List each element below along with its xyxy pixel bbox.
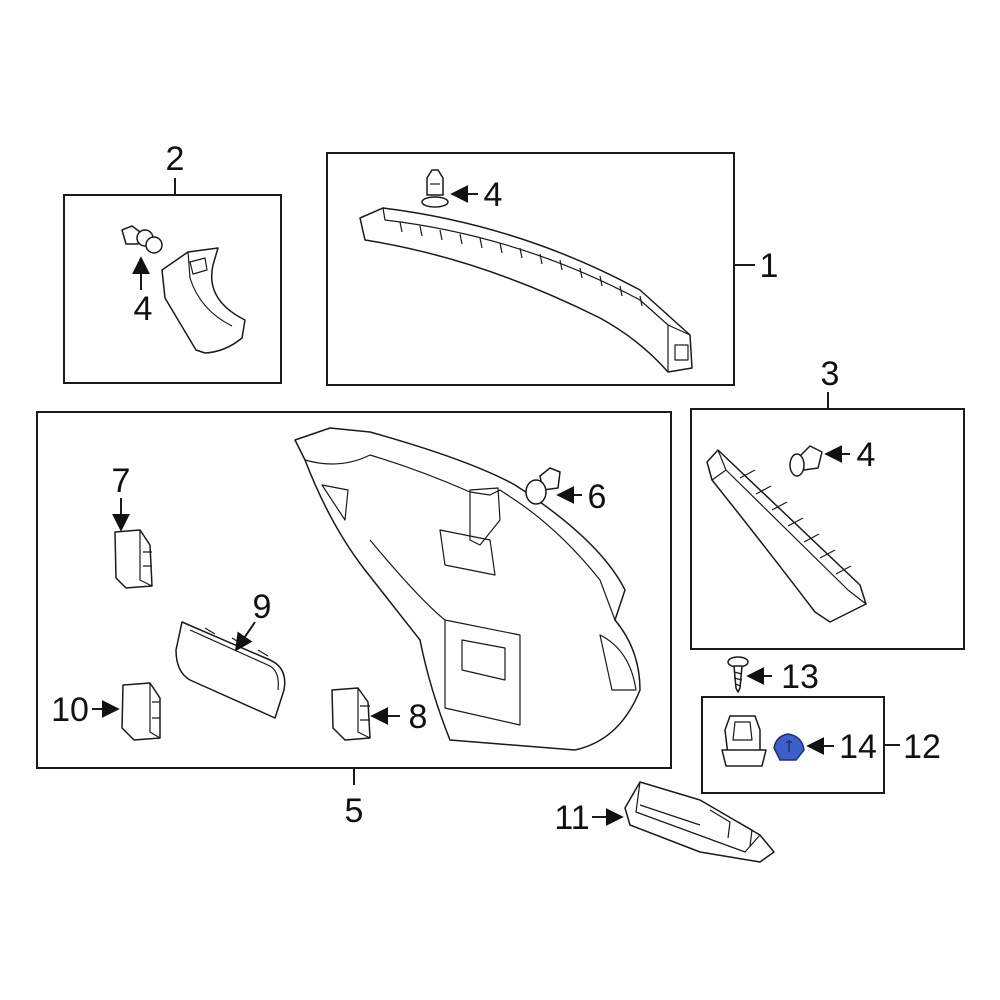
callout-8: 8 xyxy=(409,698,428,736)
callout-2: 2 xyxy=(166,140,185,178)
part-9-handle xyxy=(175,621,286,719)
callout-4-box2: 4 xyxy=(134,290,153,328)
callout-12: 12 xyxy=(903,728,941,766)
callout-5: 5 xyxy=(345,792,364,830)
part-10-cover xyxy=(121,682,161,741)
callout-4-box3: 4 xyxy=(857,436,876,474)
part-12-switch xyxy=(721,715,767,767)
group-box-1 xyxy=(326,152,735,386)
arrow-9 xyxy=(234,621,256,652)
part-6-clip xyxy=(525,467,561,505)
callout-13: 13 xyxy=(781,658,819,696)
callout-11: 11 xyxy=(554,799,589,837)
part-4-clip-box3 xyxy=(789,445,823,477)
part-1-upper-trim xyxy=(359,207,693,373)
callout-7: 7 xyxy=(112,462,131,500)
callout-14: 14 xyxy=(839,728,877,766)
part-11-garnish xyxy=(624,781,775,863)
callout-4-box1: 4 xyxy=(484,176,503,214)
part-13-screw xyxy=(727,656,749,693)
part-8-cover xyxy=(331,687,371,741)
callout-1: 1 xyxy=(760,247,779,285)
part-5-liftgate-panel xyxy=(294,427,641,751)
part-4-clip-box1 xyxy=(421,169,449,208)
part-14-clip-highlighted xyxy=(773,733,805,761)
part-2-side-trim xyxy=(161,247,246,354)
group-box-2 xyxy=(63,194,282,384)
callout-10: 10 xyxy=(51,691,89,729)
part-7-cover xyxy=(114,529,153,589)
part-4-clip-box2 xyxy=(121,225,163,254)
callout-6: 6 xyxy=(588,478,607,516)
callout-3: 3 xyxy=(821,355,840,393)
callout-9: 9 xyxy=(253,588,272,626)
part-3-side-trim xyxy=(706,449,867,623)
